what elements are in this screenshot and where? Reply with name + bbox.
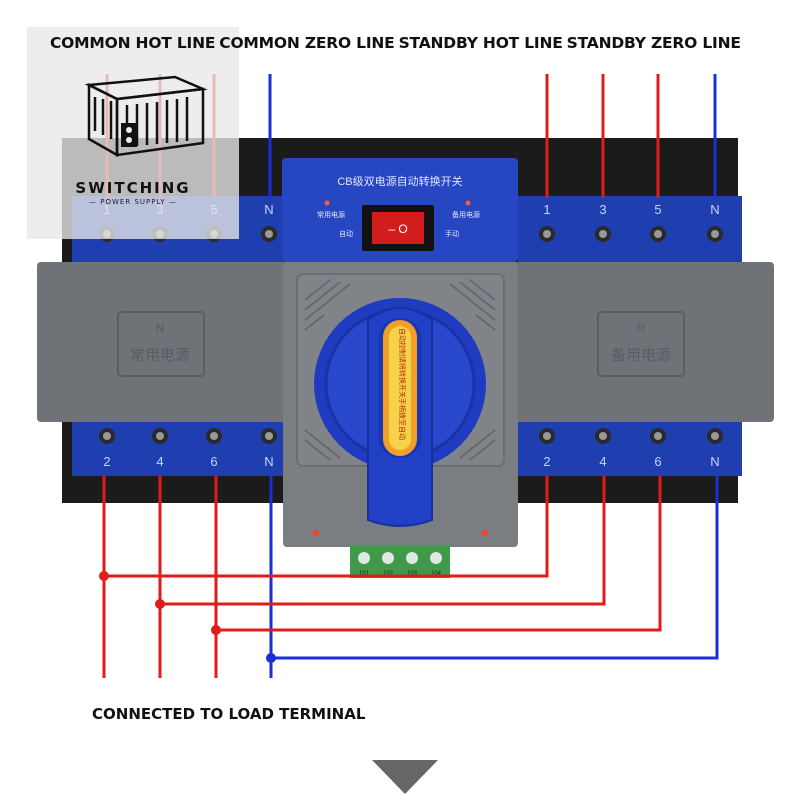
terminal-label: 2 [103, 454, 110, 469]
handle-text: 自动控制请将转换开关手柄拨至自动 [398, 328, 407, 440]
load-wires [102, 476, 719, 678]
terminal-label: N [710, 454, 719, 469]
indicator-left-label: 常用电源 [317, 210, 345, 219]
down-arrow-icon [372, 760, 438, 794]
left-module-letter: N [156, 321, 165, 335]
common-hot-line-label: COMMON HOT LINE [50, 34, 216, 52]
control-terminal-label: 101 [359, 571, 370, 577]
terminal-label: 2 [543, 454, 550, 469]
mode-manual-label: 手动 [445, 229, 459, 238]
standby-zero-line-label: STANDBY ZERO LINE [566, 34, 741, 52]
bottom-left-terminal-screws [99, 428, 277, 444]
control-terminal-label: 103 [407, 571, 418, 577]
terminal-label: N [264, 454, 273, 469]
right-module-letter: R [637, 321, 646, 335]
terminal-label: 5 [654, 202, 661, 217]
left-breaker-cover [37, 262, 299, 422]
bottom-right-terminal-screws [539, 428, 723, 444]
terminal-label: 6 [210, 454, 217, 469]
terminal-label: 4 [156, 454, 163, 469]
terminal-label: 6 [654, 454, 661, 469]
terminal-label: 3 [599, 202, 606, 217]
terminal-label: N [264, 202, 273, 217]
svg-text:– O: – O [388, 222, 407, 236]
controller-title: CB级双电源自动转换开关 [337, 174, 462, 188]
power-supply-icon [84, 75, 208, 158]
logo-tagline: — POWER SUPPLY — [89, 198, 177, 206]
junction-dots [99, 571, 276, 663]
load-terminal-label: CONNECTED TO LOAD TERMINAL [92, 705, 366, 723]
terminal-label: 1 [543, 202, 550, 217]
control-terminal-label: 104 [431, 571, 442, 577]
standby-hot-line-label: STANDBY HOT LINE [398, 34, 563, 52]
right-breaker-cover [512, 262, 774, 422]
switching-logo: SWITCHING — POWER SUPPLY — [27, 27, 239, 239]
right-module-text: 备用电源 [611, 347, 671, 364]
indicator-right-label: 备用电源 [452, 210, 480, 219]
terminal-label: N [710, 202, 719, 217]
terminal-label: 4 [599, 454, 606, 469]
mode-auto-label: 自动 [339, 229, 353, 238]
control-terminal-label: 102 [383, 571, 394, 577]
top-right-terminal-screws [539, 226, 723, 242]
rocker-switch: – O [362, 205, 434, 251]
logo-word: SWITCHING [75, 179, 191, 197]
left-module-text: 常用电源 [130, 347, 190, 364]
common-zero-line-label: COMMON ZERO LINE [219, 34, 395, 52]
